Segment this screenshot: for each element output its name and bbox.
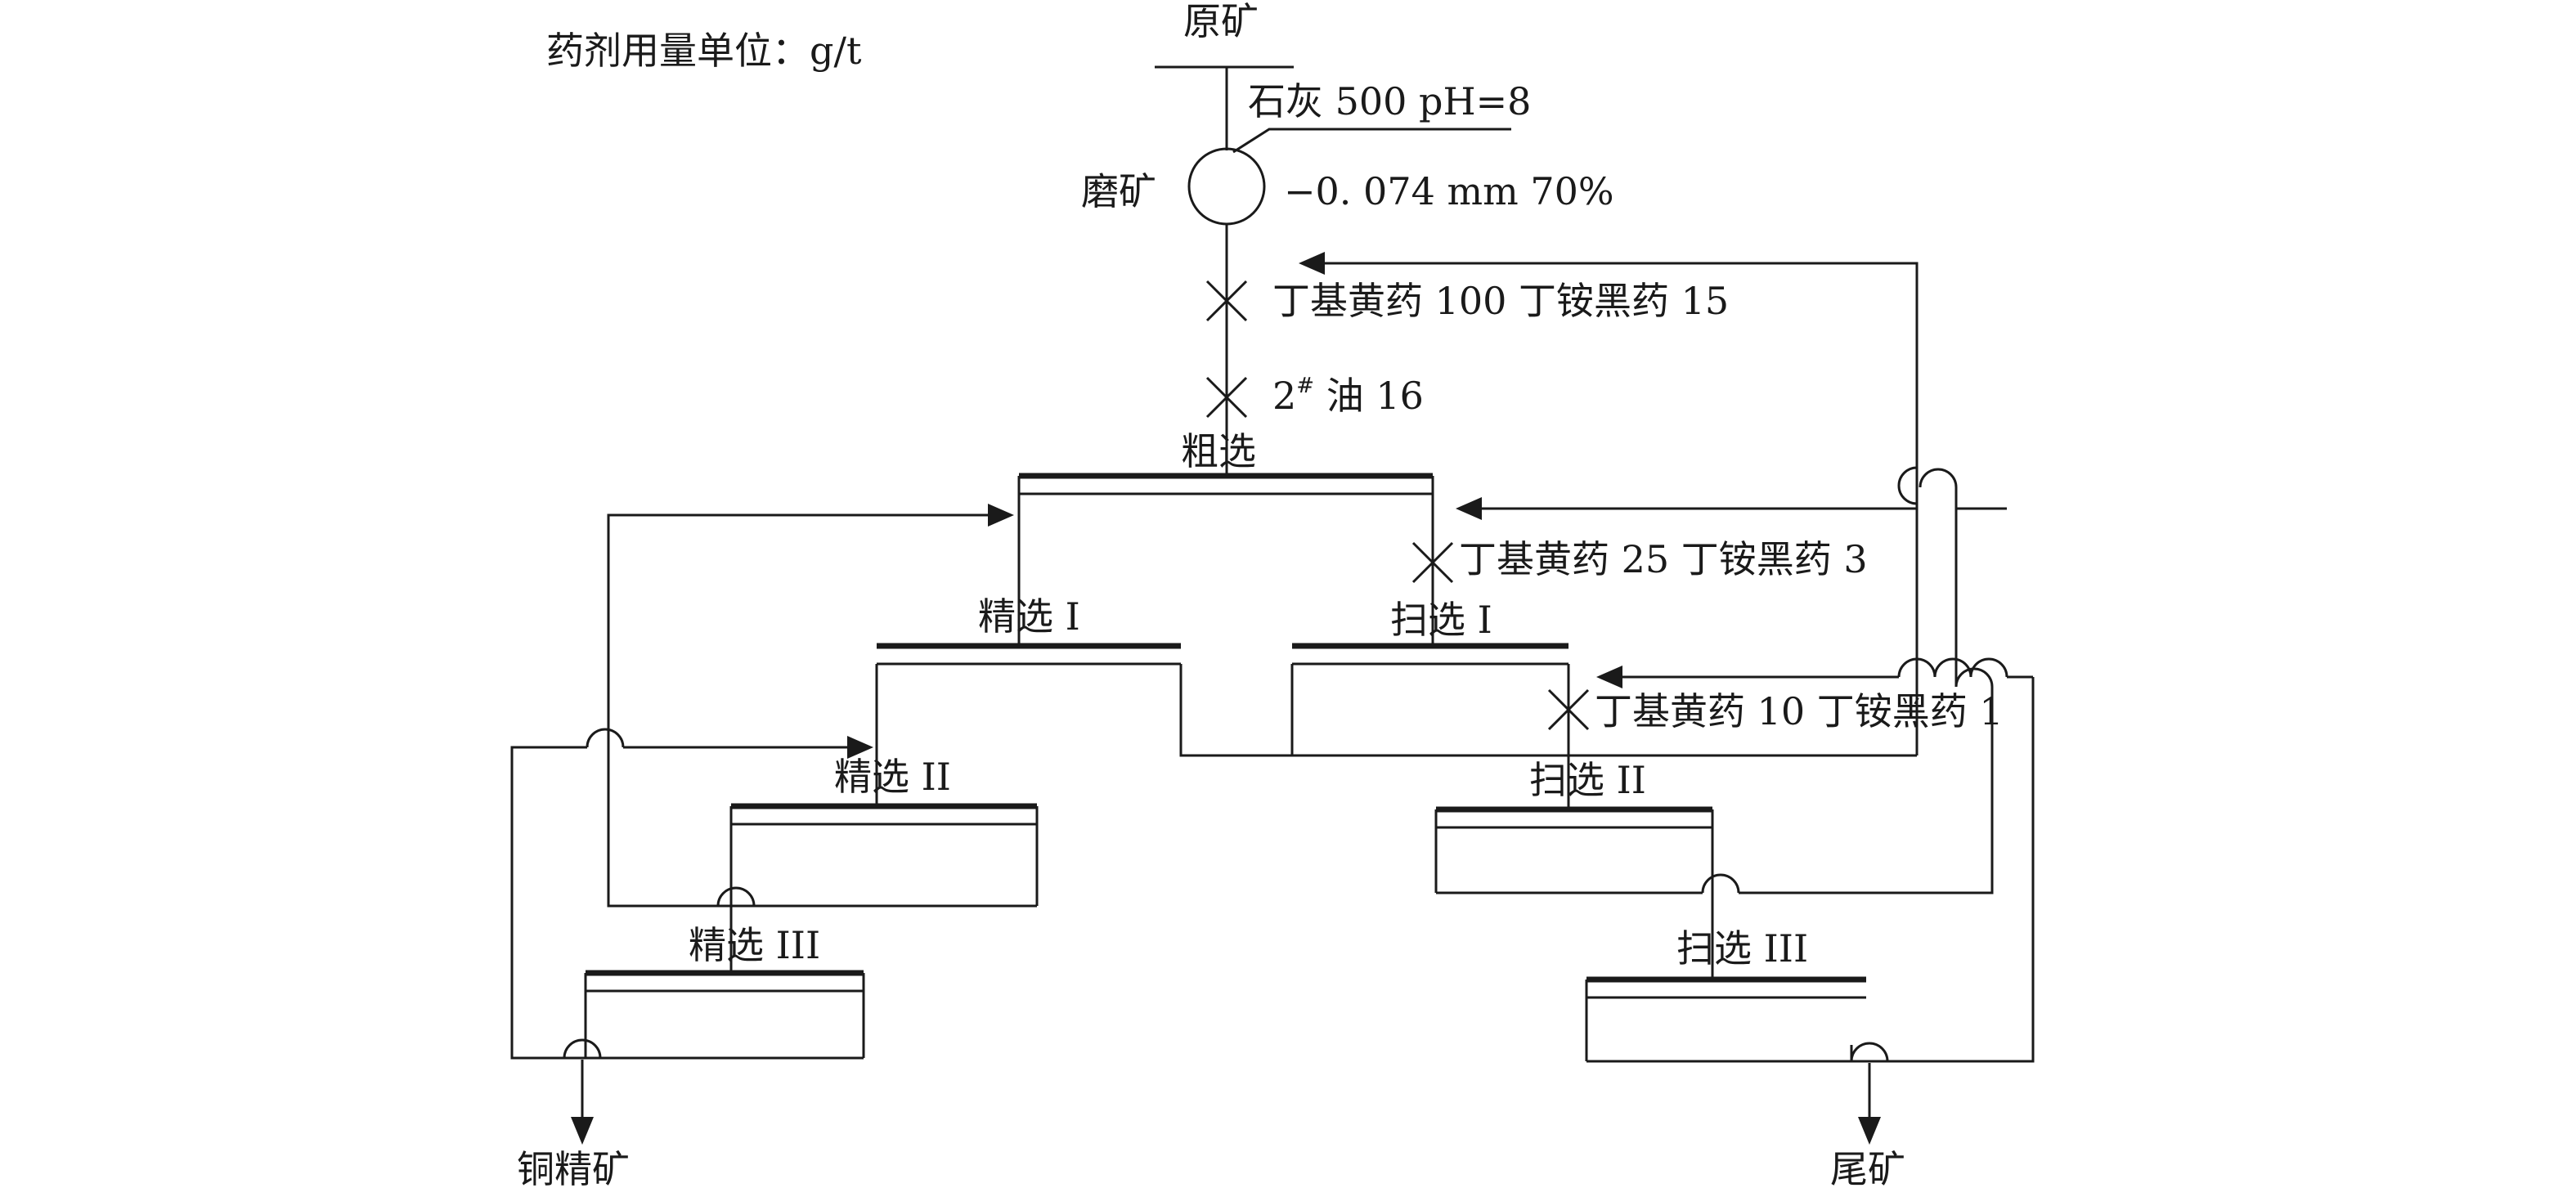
concentrate-hop — [563, 1038, 602, 1059]
scavenger3-concentrate-line — [1851, 677, 2035, 1063]
grinding-size: −0. 074 mm 70% — [1284, 169, 1614, 213]
return-to-rougher-arrow — [1299, 252, 1325, 275]
concentrate-arrow — [571, 1117, 594, 1145]
return-hop-5 — [1933, 657, 1972, 678]
cleaner2-cell — [729, 803, 1039, 908]
return-hop-1 — [1897, 466, 1918, 505]
reagent-addition-point-4 — [1547, 688, 1590, 731]
scav1-collector-label: 丁基黄药 25 丁铵黑药 3 — [1459, 537, 1868, 581]
scavenger1-cell — [1292, 643, 1568, 666]
rougher-label: 粗选 — [1181, 429, 1256, 473]
clean2-hop — [716, 886, 756, 907]
frother-label: 2# 油 16 — [1272, 374, 1424, 418]
scavenger3-label: 扫选 III — [1676, 926, 1808, 971]
tailings-hop — [1850, 1042, 1889, 1062]
tailings-arrow — [1858, 1117, 1881, 1145]
reagent-addition-point-1 — [1205, 280, 1248, 322]
cleaner3-label: 精选 III — [689, 923, 820, 967]
frother-superscript: # — [1296, 374, 1314, 398]
lime-leader — [1232, 128, 1511, 154]
scav2-feed-return-arrow — [1596, 666, 1622, 688]
rougher-cell — [1017, 473, 1434, 495]
return-hop-4 — [1969, 657, 2008, 678]
scav2-hop — [1701, 873, 1740, 894]
scav1-feed-return-arrow — [1456, 497, 1482, 520]
cleaner3-return-arrow — [847, 736, 873, 759]
scavenger3-cell — [1585, 976, 1866, 1063]
unit-note: 药剂用量单位：g/t — [546, 29, 862, 73]
reagent-addition-point-2 — [1205, 376, 1248, 419]
cleaner3-tailing-line — [510, 746, 608, 1060]
cleaner2-return-arrow — [988, 504, 1014, 527]
cleaner1-cell — [877, 643, 1181, 666]
cleaner2-label: 精选 II — [834, 755, 951, 799]
cleaner2-to-cleaner1-return — [607, 513, 999, 908]
rougher-collector-label: 丁基黄药 100 丁铵黑药 15 — [1272, 279, 1729, 323]
return-hop-3 — [1919, 468, 1958, 488]
concentrate-label: 铜精矿 — [517, 1147, 630, 1191]
return-hop-2 — [1954, 667, 1994, 688]
tailings-label: 尾矿 — [1830, 1147, 1905, 1191]
frother-rest: 油 16 — [1314, 374, 1424, 418]
scavenger2-label: 扫选 II — [1529, 758, 1646, 802]
scavenger1-label: 扫选 I — [1390, 598, 1492, 642]
scav2-collector-label: 丁基黄药 10 丁铵黑药 1 — [1595, 689, 2004, 733]
cleaner1-tailing-line — [1179, 664, 1917, 757]
frother-prefix: 2 — [1272, 374, 1296, 418]
reagent-addition-point-3 — [1411, 541, 1454, 584]
cleaner1-label: 精选 I — [978, 594, 1080, 639]
grinding-label: 磨矿 — [1081, 169, 1156, 213]
scav2-to-scav1-return — [1739, 687, 1994, 894]
lime-label: 石灰 500 pH=8 — [1248, 79, 1531, 123]
cleaner3-cell — [584, 970, 865, 1060]
grinding-mill — [1187, 147, 1266, 226]
scavenger2-cell — [1434, 806, 1714, 893]
clean3-hop — [586, 728, 625, 748]
feed-label: 原矿 — [1183, 0, 1259, 43]
